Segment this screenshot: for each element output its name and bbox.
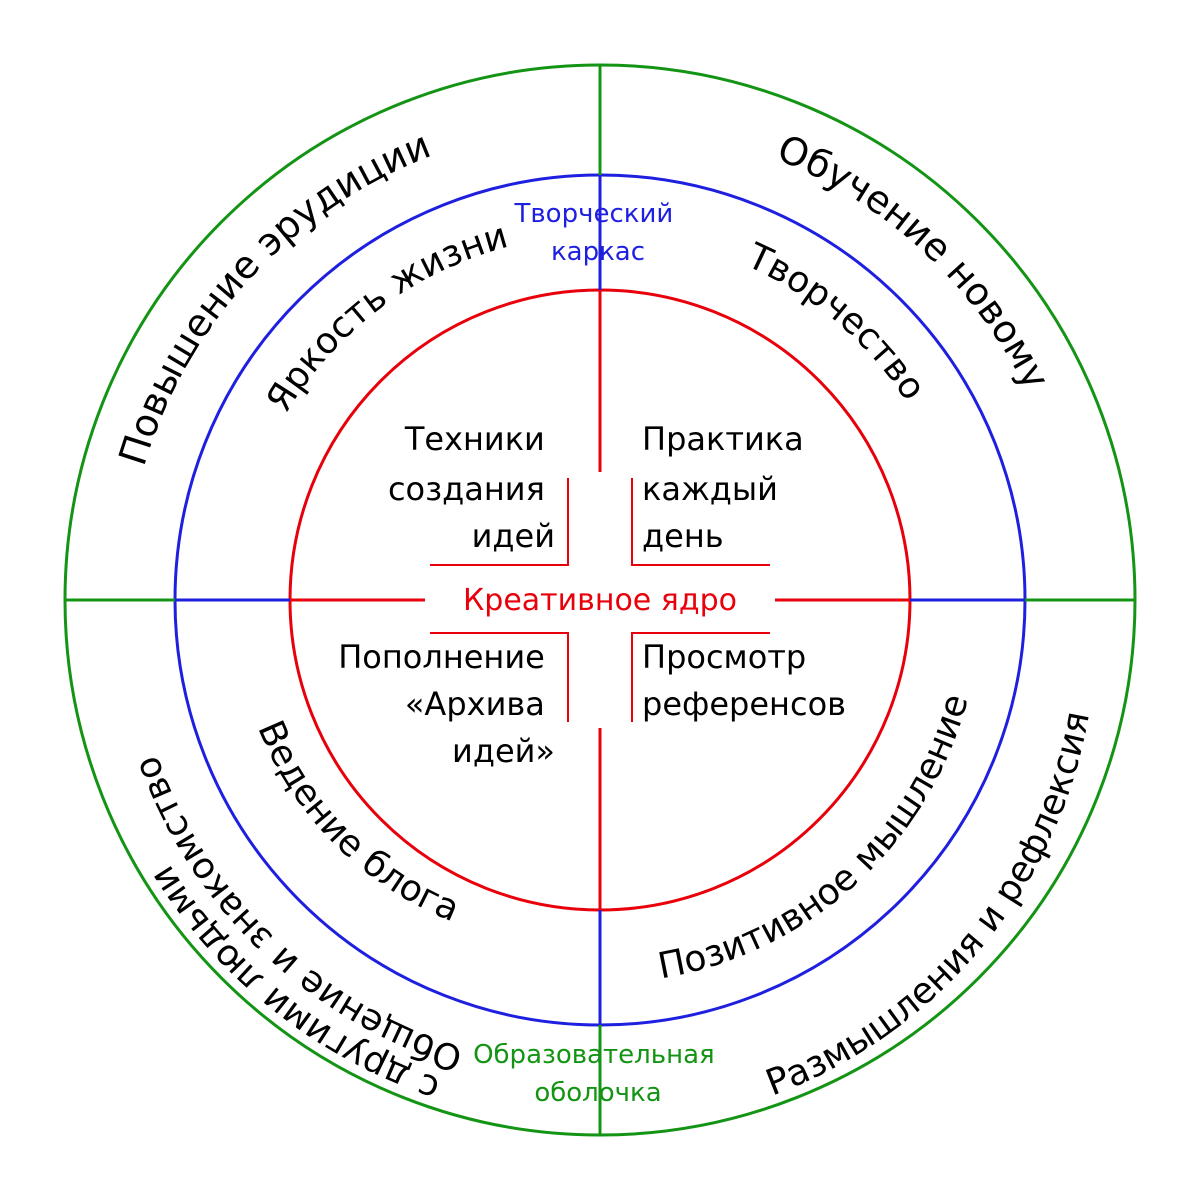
frame-label-line1: Творческий [513,199,673,229]
core-label: Креативное ядро [463,583,737,618]
core-item-bottom-left-line3: идей» [452,732,555,770]
core-item-bottom-right-line1: Просмотр [642,638,806,676]
frame-item-top-right-path: Творчество [740,235,933,407]
core-bracket-bottom-right [631,632,770,722]
core-item-top-right: Практика каждый день [642,420,814,555]
frame-item-bottom-right-path: Позитивное мышление [655,690,977,988]
core-item-bottom-right: Просмотр референсов [642,638,846,723]
shell-label-line1: Образовательная [473,1040,715,1070]
core-bracket-top-left [430,478,569,566]
core-item-bottom-left-line1: Пополнение [338,638,545,676]
frame-item-top-right: Творчество [740,235,933,407]
frame-item-bottom-left: Ведение блога [249,715,465,930]
frame-item-bottom-right: Позитивное мышление [655,690,977,988]
core-item-top-right-line2: каждый [642,470,778,508]
core-item-bottom-right-line2: референсов [642,685,846,723]
core-item-bottom-left-line2: «Архива [405,685,545,723]
core-item-top-left-line3: идей [472,517,555,555]
core-item-top-right-line3: день [642,517,724,555]
core-item-top-left: Техники создания идей [388,420,555,555]
core-item-top-right-line1: Практика [642,420,804,458]
shell-label: Образовательная оболочка [473,1040,723,1108]
frame-item-bottom-left-path: Ведение блога [249,715,465,930]
core-bracket-bottom-left [430,632,569,722]
core-item-top-left-line2: создания [388,470,545,508]
core-item-top-left-line1: Техники [404,420,545,458]
frame-label: Творческий каркас [513,199,681,267]
core-item-bottom-left: Пополнение «Архива идей» [338,638,555,770]
shell-label-line2: оболочка [534,1078,661,1108]
frame-label-line2: каркас [551,237,645,267]
core-bracket-top-right [631,478,770,566]
